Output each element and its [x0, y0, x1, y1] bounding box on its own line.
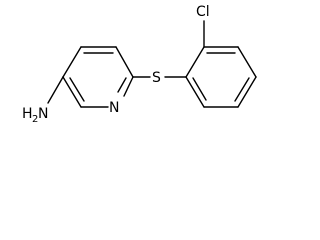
bond-c3-c2-inner	[69, 77, 85, 102]
bond-c3-nh2	[47, 76, 64, 104]
bond-c3-c2	[62, 76, 82, 108]
bond-c4-c5prime-inner	[234, 77, 250, 102]
bond-c4-c5prime	[237, 76, 257, 108]
atom-s: S	[152, 70, 161, 86]
bond-n1-c6-inner	[117, 77, 127, 93]
amine-n: N	[38, 106, 48, 122]
bond-n1-c6	[123, 76, 134, 97]
atom-n-pyridine: N	[109, 100, 119, 116]
molecule-diagram: Cl S N H 2 N	[22, 4, 257, 125]
bond-c6-c5	[115, 46, 134, 78]
pyridine-ring	[62, 46, 134, 108]
amine-h: H	[22, 106, 33, 122]
amine-group: H 2 N	[22, 106, 48, 125]
chlorophenyl-ring	[185, 46, 257, 108]
amine-subscript: 2	[32, 114, 38, 125]
bond-c6-c1prime-inner	[192, 77, 207, 101]
bond-c6-c1prime	[185, 76, 205, 108]
bond-c3-c4prime	[237, 46, 257, 78]
bond-c4-c3	[62, 46, 82, 78]
bond-c1-c2prime	[185, 46, 205, 78]
atom-cl: Cl	[196, 4, 210, 20]
